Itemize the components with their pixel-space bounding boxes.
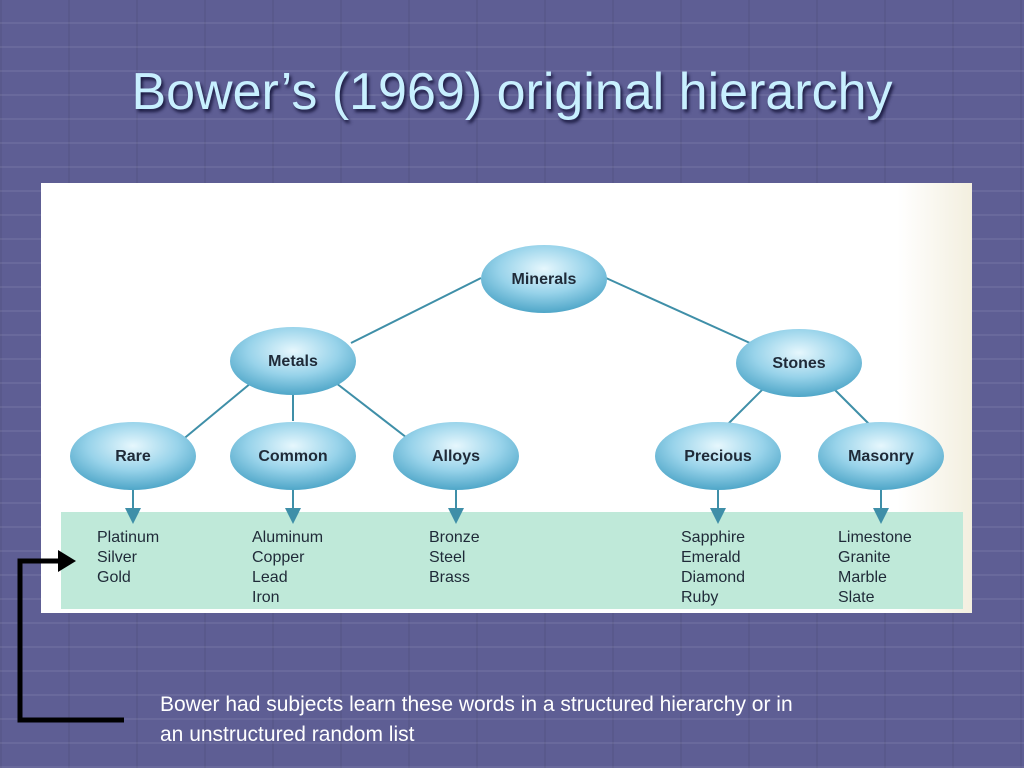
leaf-word: Bronze	[429, 529, 480, 546]
leaf-band	[61, 512, 963, 609]
leaf-word: Iron	[252, 589, 280, 606]
leaf-list-common: Aluminum Copper Lead Iron	[252, 529, 323, 606]
leaf-word: Limestone	[838, 529, 912, 546]
leaf-word: Brass	[429, 569, 470, 586]
leaf-word: Marble	[838, 569, 887, 586]
edge-metals-rare	[180, 382, 252, 442]
leaf-word: Ruby	[681, 589, 718, 606]
leaf-list-masonry: Limestone Granite Marble Slate	[838, 529, 912, 606]
edge-minerals-stones	[605, 277, 762, 349]
leaf-list-precious: Sapphire Emerald Diamond Ruby	[681, 529, 745, 606]
node-label: Metals	[268, 353, 318, 370]
leaf-list-rare: Platinum Silver Gold	[97, 529, 159, 586]
leaf-word: Sapphire	[681, 529, 745, 546]
node-minerals: Minerals	[481, 245, 607, 313]
node-label: Masonry	[848, 448, 914, 465]
leaf-word: Steel	[429, 549, 465, 566]
connector-lines	[125, 277, 889, 524]
leaf-word: Copper	[252, 549, 305, 566]
node-stones: Stones	[736, 329, 862, 397]
node-common: Common	[230, 422, 356, 490]
leaf-word: Silver	[97, 549, 138, 566]
leaf-word: Granite	[838, 549, 891, 566]
node-label: Minerals	[512, 271, 577, 288]
bracket-arrow-icon	[17, 550, 124, 723]
leaf-word: Slate	[838, 589, 875, 606]
leaf-list-alloys: Bronze Steel Brass	[429, 529, 480, 586]
node-rare: Rare	[70, 422, 196, 490]
node-precious: Precious	[655, 422, 781, 490]
slide-title: Bower’s (1969) original hierarchy	[131, 63, 893, 121]
node-label: Common	[258, 448, 327, 465]
leaf-word: Diamond	[681, 569, 745, 586]
edge-minerals-metals	[350, 277, 482, 344]
slide-caption: Bower had subjects learn these words in …	[160, 693, 793, 746]
node-label: Precious	[684, 448, 752, 465]
node-label: Alloys	[432, 448, 480, 465]
node-label: Stones	[772, 355, 825, 372]
hierarchy-figure: Minerals Metals Stones Rare Common Alloy…	[41, 183, 972, 613]
leaf-word: Lead	[252, 569, 288, 586]
node-alloys: Alloys	[393, 422, 519, 490]
hierarchy-diagram: Minerals Metals Stones Rare Common Alloy…	[61, 245, 963, 609]
leaf-word: Gold	[97, 569, 131, 586]
node-label: Rare	[115, 448, 151, 465]
leaf-word: Aluminum	[252, 529, 323, 546]
leaf-word: Platinum	[97, 529, 159, 546]
leaf-word: Emerald	[681, 549, 741, 566]
node-masonry: Masonry	[818, 422, 944, 490]
node-metals: Metals	[230, 327, 356, 395]
edge-metals-alloys	[335, 382, 412, 442]
